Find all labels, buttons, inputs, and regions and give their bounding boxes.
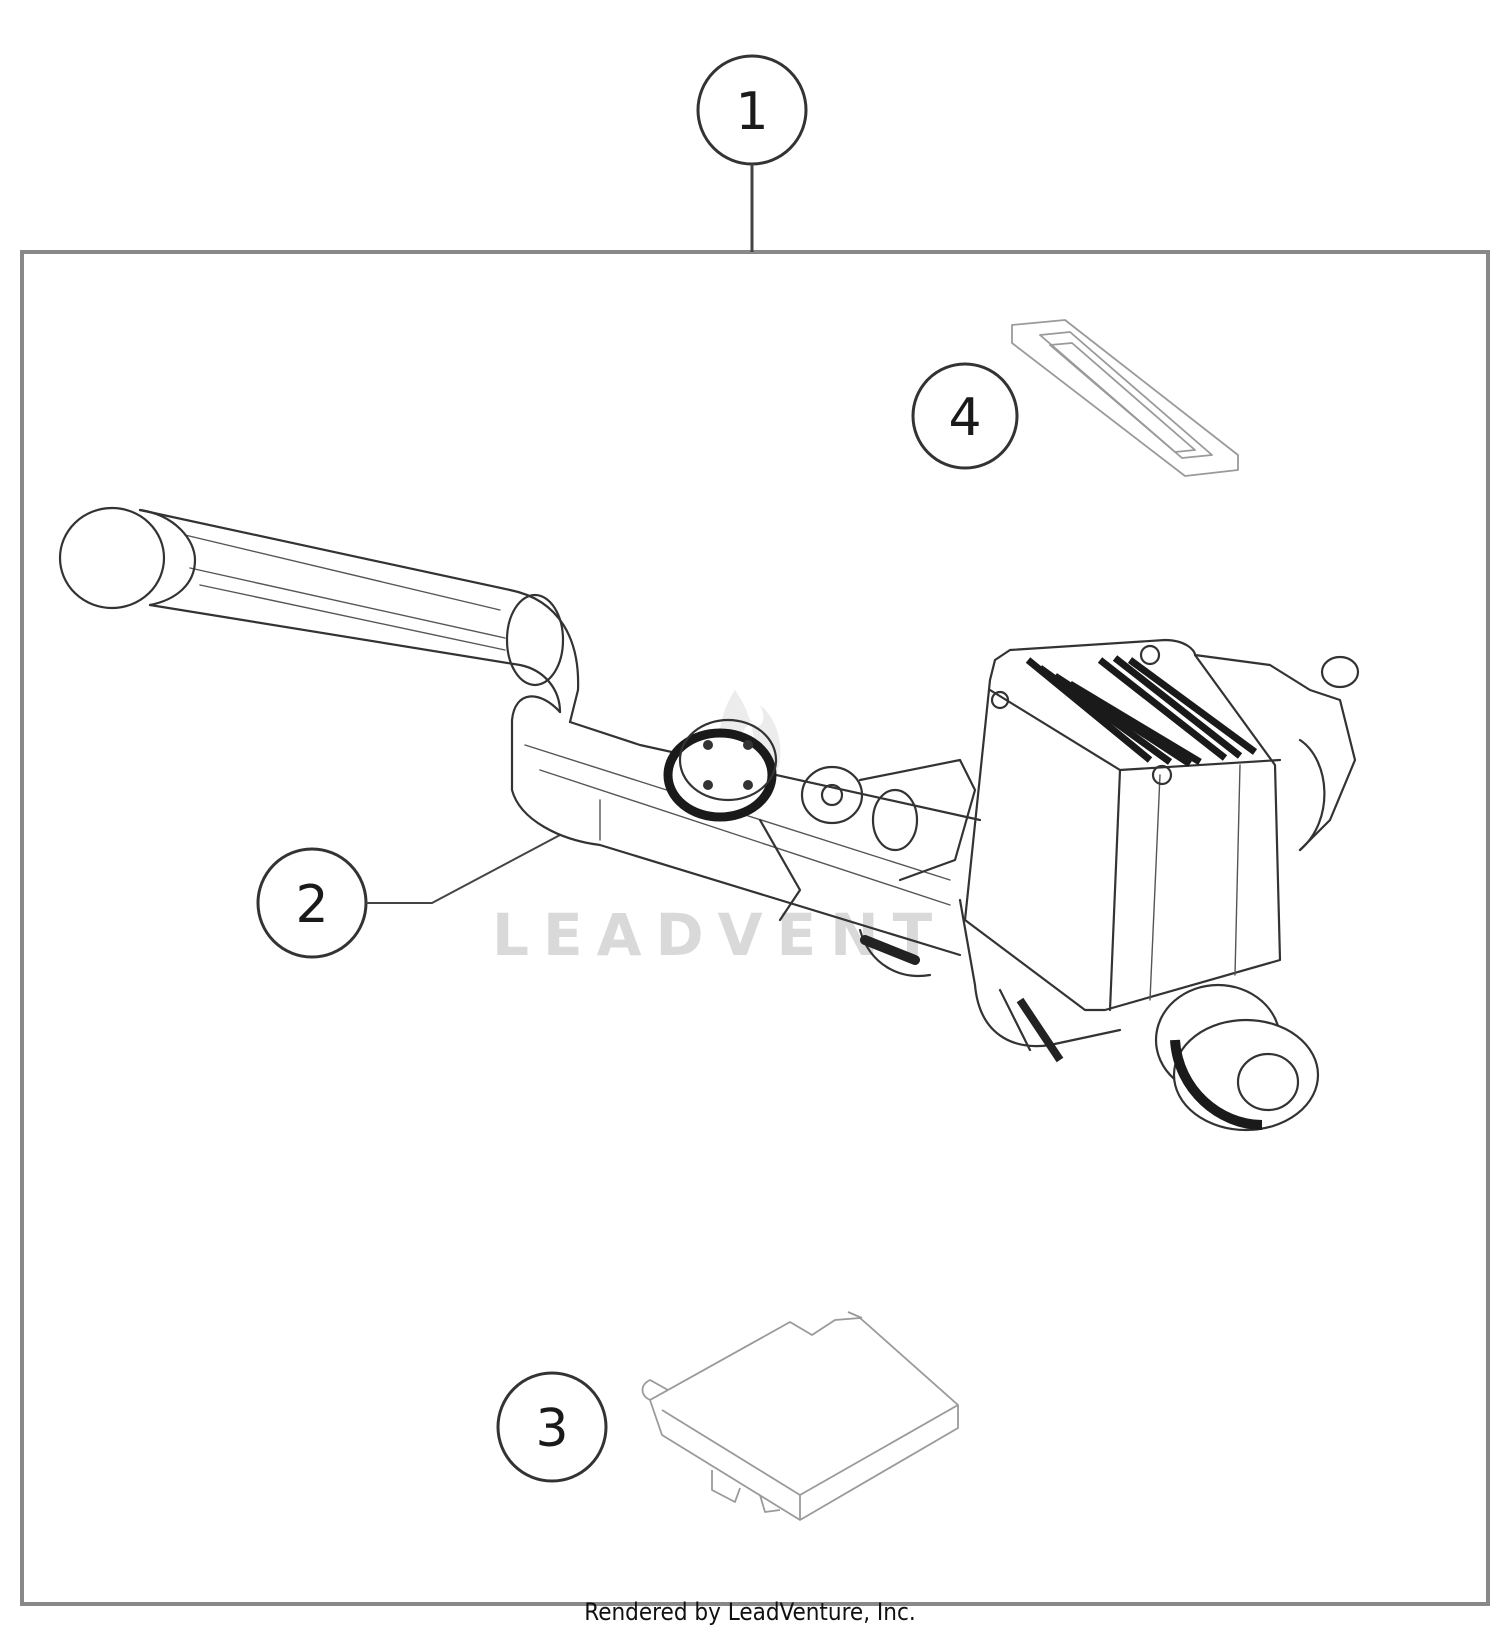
watermark-text: LEADVENT (492, 901, 946, 969)
callout-3-label: 3 (535, 1399, 568, 1459)
brake-master-cylinder[interactable] (58, 506, 1360, 1132)
callout-3[interactable]: 3 (496, 1371, 608, 1483)
callout-1[interactable]: 1 (696, 54, 808, 252)
callout-2-label: 2 (295, 875, 328, 935)
reservoir-cover[interactable] (641, 1311, 959, 1521)
footer-credit: Rendered by LeadVenture, Inc. (584, 1598, 916, 1626)
reservoir-gasket[interactable] (1011, 319, 1239, 477)
callout-4[interactable]: 4 (911, 362, 1019, 470)
callout-4-label: 4 (948, 388, 981, 448)
callout-1-label: 1 (735, 82, 768, 142)
callout-2[interactable]: 2 (256, 834, 561, 959)
assembly-frame (20, 250, 1490, 1606)
